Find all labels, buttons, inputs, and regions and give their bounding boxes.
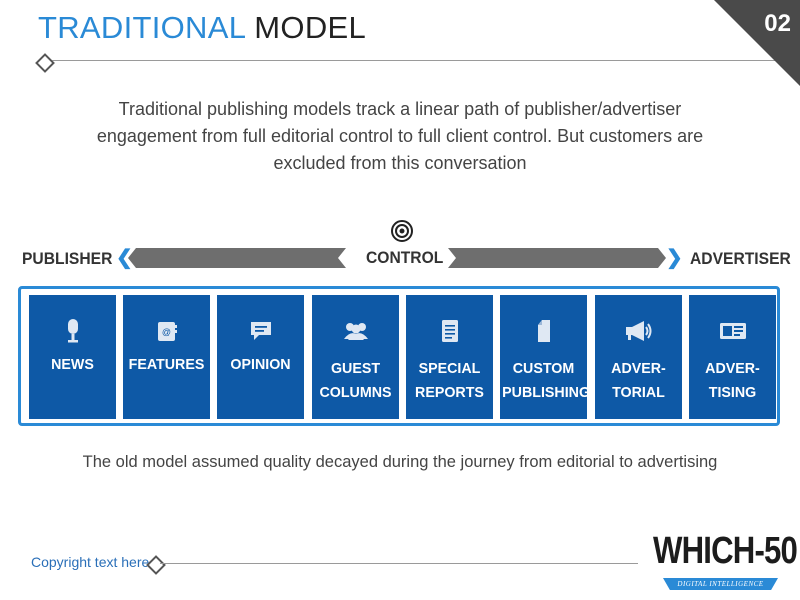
outro-paragraph: The old model assumed quality decayed du…	[82, 453, 718, 471]
advertiser-label: ADVERTISER	[690, 249, 791, 268]
users-icon	[312, 319, 399, 343]
category-box-custom-publishing: CUSTOM PUBLISHING	[500, 295, 591, 419]
control-label: CONTROL	[366, 248, 444, 267]
speech-bubble-icon	[217, 319, 304, 343]
diamond-bullet-icon	[35, 53, 55, 73]
left-spectrum-arrow	[128, 248, 346, 268]
category-label: CUSTOM PUBLISHING	[502, 360, 591, 401]
category-box-guest-columns: GUEST COLUMNS	[312, 295, 399, 419]
address-book-icon: @	[123, 319, 210, 343]
slide-number: 02	[764, 10, 791, 37]
megaphone-icon	[595, 319, 682, 343]
category-label: NEWS	[51, 356, 94, 373]
right-spectrum-arrow	[448, 248, 666, 268]
category-label: ADVER- TORIAL	[611, 360, 666, 401]
category-label: SPECIAL REPORTS	[415, 360, 484, 401]
document-icon	[406, 319, 493, 343]
file-icon	[500, 319, 587, 343]
category-label: OPINION	[230, 356, 291, 373]
slide-number-corner	[714, 0, 800, 86]
category-label: ADVER- TISING	[705, 360, 760, 401]
title-rest: MODEL	[254, 10, 367, 45]
billboard-icon	[689, 319, 776, 343]
category-label: FEATURES	[128, 356, 205, 373]
category-box-news: NEWS	[29, 295, 116, 419]
copyright-text: Copyright text here	[31, 554, 150, 570]
logo: WHICH-50	[653, 530, 798, 572]
publisher-label: PUBLISHER	[22, 249, 113, 268]
intro-paragraph: Traditional publishing models track a li…	[96, 99, 704, 173]
category-box-advertorial: ADVER- TORIAL	[595, 295, 682, 419]
logo-tagline: DIGITAL INTELLIGENCE	[663, 578, 778, 590]
target-icon	[391, 220, 413, 242]
category-frame	[18, 286, 780, 426]
category-box-advertising: ADVER- TISING	[689, 295, 776, 419]
category-box-special-reports: SPECIAL REPORTS	[406, 295, 493, 419]
right-chevron-icon: ❯	[666, 247, 683, 269]
category-label: GUEST COLUMNS	[319, 360, 392, 401]
title-highlight: TRADITIONAL	[38, 10, 247, 45]
microphone-icon	[29, 319, 116, 343]
svg-text:@: @	[161, 327, 170, 337]
category-box-features: @ FEATURES	[123, 295, 210, 419]
left-chevron-icon: ❮	[116, 247, 133, 269]
header-divider	[45, 60, 780, 61]
category-box-opinion: OPINION	[217, 295, 304, 419]
footer-divider	[160, 563, 638, 564]
